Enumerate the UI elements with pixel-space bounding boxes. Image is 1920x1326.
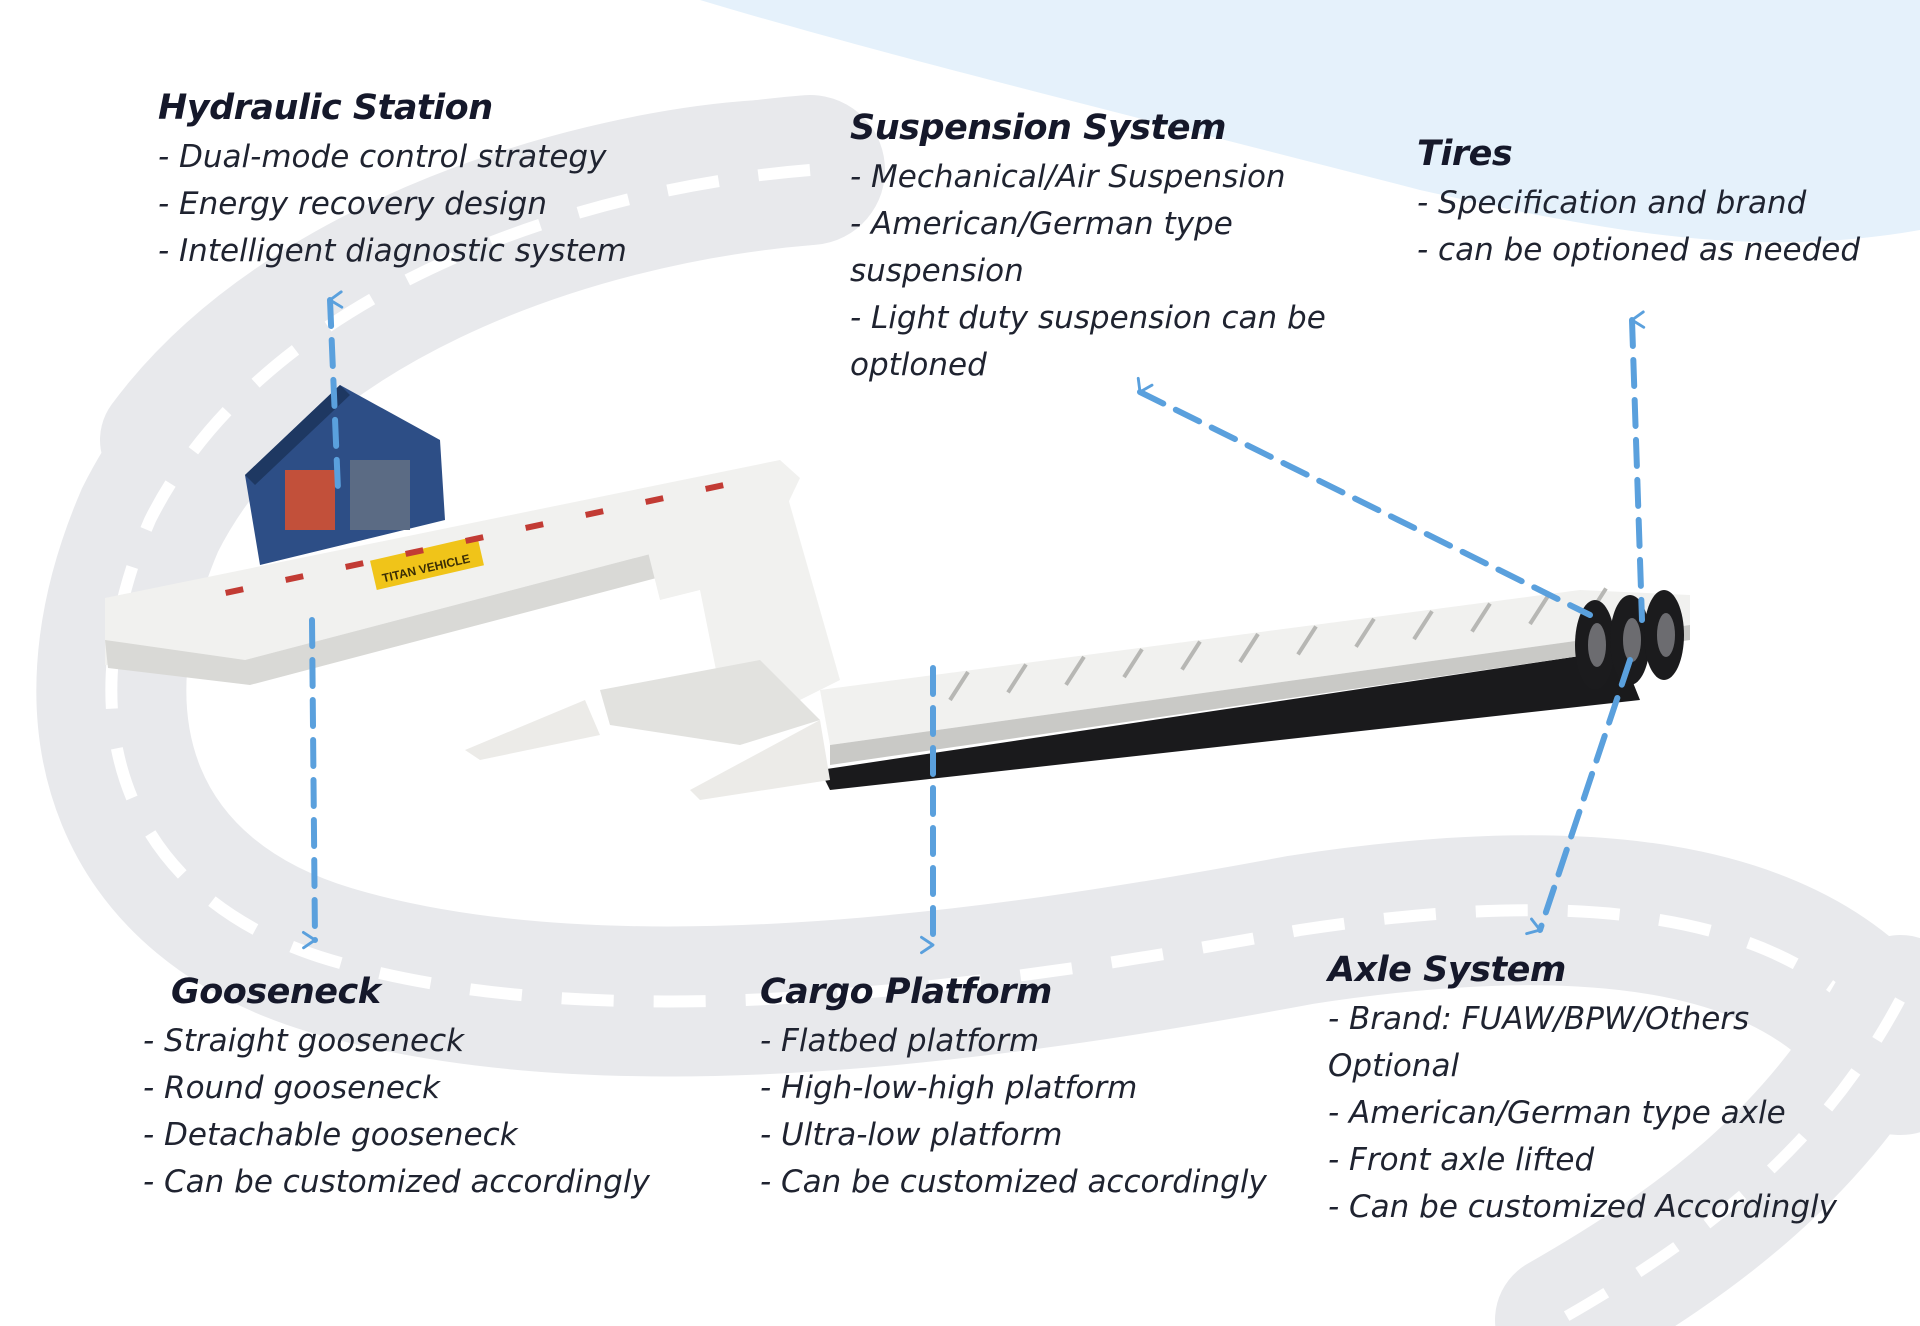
marker-light: [584, 508, 604, 518]
marker-light: [405, 547, 424, 557]
deck-stake-pocket: [1238, 632, 1260, 664]
callout-gooseneck: Gooseneck - Straight gooseneck - Round g…: [143, 972, 703, 1206]
deck-stake-pocket: [1528, 594, 1550, 626]
list-item: - Dual-mode control strategy: [158, 139, 607, 175]
list-item: suspension: [850, 253, 1024, 289]
callout-cargo-platform: Cargo Platform - Flatbed platform - High…: [760, 972, 1320, 1206]
callout-tires: Tires - Specification and brand - can be…: [1417, 134, 1897, 274]
list-item: optloned: [850, 347, 987, 383]
list-item: - can be optioned as needed: [1417, 232, 1861, 268]
list-item: - Detachable gooseneck: [143, 1117, 518, 1153]
road-lane-marks: [105, 164, 1906, 1064]
list-item: - Brand: FUAW/BPW/Others: [1328, 1001, 1750, 1037]
arrow-axle: [1525, 657, 1633, 936]
callout-title: Axle System: [1328, 950, 1566, 990]
list-item: - American/German type axle: [1328, 1095, 1786, 1131]
list-item: - High-low-high platform: [760, 1070, 1138, 1106]
deck-stake-pocket: [1296, 625, 1318, 656]
front-ramps: [465, 700, 830, 800]
callout-suspension-system: Suspension System - Mechanical/Air Suspe…: [850, 108, 1370, 389]
list-item: - Light duty suspension can be: [850, 300, 1326, 336]
marker-light: [525, 521, 544, 531]
road-band-bottom-right: [1495, 935, 1920, 1326]
marker-light: [465, 534, 484, 544]
wheels: [1575, 590, 1684, 690]
callout-hydraulic-station: Hydraulic Station - Dual-mode control st…: [158, 88, 718, 275]
callout-axle-system: Axle System - Brand: FUAW/BPW/Others Opt…: [1328, 950, 1888, 1231]
deck-stake-pocket: [1006, 663, 1028, 694]
list-item: - Can be customized accordingly: [143, 1164, 650, 1200]
deck-stake-pocket: [1064, 655, 1086, 686]
deck-stake-pocket: [1122, 648, 1144, 679]
list-item: - Specification and brand: [1417, 185, 1807, 221]
hydraulic-station-cab: [245, 385, 445, 565]
arrow-gooseneck: [301, 617, 318, 950]
red-marker-lights: [225, 482, 724, 596]
callout-title: Suspension System: [850, 108, 1226, 148]
callout-title: Tires: [1417, 134, 1513, 174]
deck-stake-pocket: [1412, 610, 1434, 641]
list-item: - Energy recovery design: [158, 186, 547, 222]
list-item: - Front axle lifted: [1328, 1142, 1595, 1178]
marker-light: [705, 482, 724, 492]
list-item: - American/German type: [850, 206, 1233, 242]
road-band-upper: [100, 100, 820, 500]
marker-light: [225, 586, 244, 596]
deck-stake-pocket: [1180, 640, 1202, 671]
arrow-suspension: [1136, 376, 1593, 618]
list-item: - Can be customized Accordingly: [1328, 1189, 1838, 1225]
callout-title: Hydraulic Station: [158, 88, 493, 128]
list-item: - Straight gooseneck: [143, 1023, 465, 1059]
list-item: - Flatbed platform: [760, 1023, 1040, 1059]
callout-title: Cargo Platform: [760, 972, 1052, 1012]
deck-stake-pocket: [948, 670, 970, 702]
arrow-tires: [1629, 310, 1646, 623]
trailer-shadow: [820, 650, 1640, 790]
sky-area: [700, 0, 1920, 243]
marker-light: [285, 573, 304, 583]
list-item: - Mechanical/Air Suspension: [850, 159, 1286, 195]
list-item: - Intelligent diagnostic system: [158, 233, 627, 269]
deck-stake-pocket: [1354, 617, 1376, 648]
list-item: - Ultra-low platform: [760, 1117, 1063, 1153]
list-item: - Can be customized accordingly: [760, 1164, 1267, 1200]
arrow-hydraulic: [327, 290, 344, 493]
list-item: Optional: [1328, 1048, 1460, 1084]
marker-light: [645, 495, 664, 505]
marker-light: [344, 560, 364, 570]
list-item: - Round gooseneck: [143, 1070, 440, 1106]
deck-stake-pocket: [1470, 602, 1492, 633]
callout-title: Gooseneck: [171, 972, 381, 1012]
deck-markings: [948, 587, 1608, 702]
